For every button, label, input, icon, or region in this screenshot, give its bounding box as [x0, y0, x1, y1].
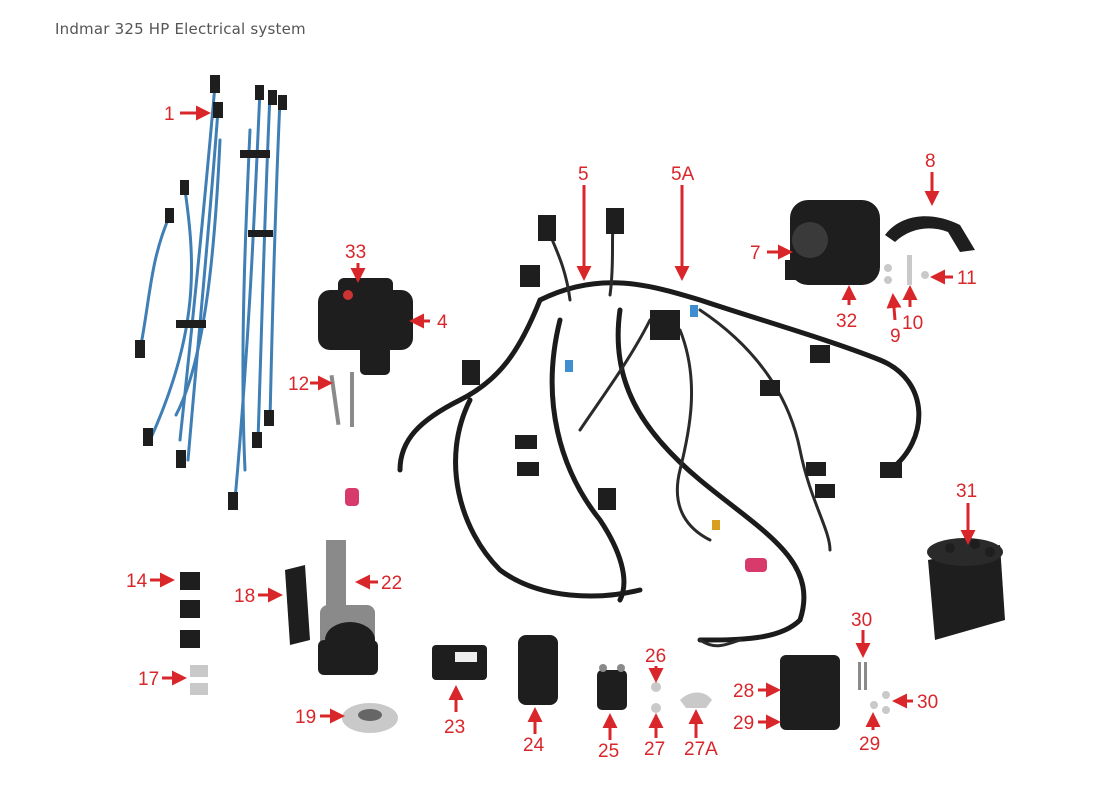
callout-31: 31	[956, 481, 977, 502]
callout-8: 8	[925, 151, 936, 172]
coil-22	[518, 635, 558, 705]
callout-24: 26	[645, 646, 666, 667]
callout-1: 1	[164, 104, 175, 125]
callout-5A: 5A	[671, 164, 695, 185]
module-21	[432, 645, 487, 680]
callout-20: 22	[381, 573, 402, 594]
alternator	[785, 200, 880, 285]
engine-wiring-harness	[345, 208, 922, 648]
clips-14	[180, 572, 200, 648]
distributor-cap	[927, 538, 1005, 640]
callout-33: 33	[345, 242, 366, 263]
callout-10: 10	[902, 313, 923, 334]
callout-28: 30	[851, 610, 872, 631]
callout-18: 18	[234, 586, 255, 607]
callout-23: 25	[598, 741, 619, 762]
rotor-plate	[342, 703, 398, 733]
callout-arrows	[150, 105, 976, 740]
callout-17: 17	[138, 669, 159, 690]
bolts-12	[329, 372, 354, 427]
callout-27A: 29	[733, 713, 754, 734]
callout-14: 14	[126, 571, 148, 592]
callout-27: 28	[733, 681, 754, 702]
starter-motor	[318, 278, 413, 375]
callout-32: 32	[836, 311, 857, 332]
callout-19: 19	[295, 707, 316, 728]
alternator-bracket	[884, 216, 975, 285]
callout-29: 29	[859, 734, 880, 755]
callout-21: 23	[444, 717, 465, 738]
page-title: Indmar 325 HP Electrical system	[55, 20, 306, 38]
callout-4: 4	[437, 312, 448, 333]
clips-17	[190, 665, 208, 695]
callout-11: 11	[957, 268, 977, 289]
screws-28-29-30	[858, 662, 890, 714]
callout-25: 27	[644, 739, 665, 760]
callout-7: 7	[750, 243, 761, 264]
distributor	[318, 540, 378, 675]
nuts-24-25	[651, 682, 661, 713]
callout-9: 9	[890, 326, 901, 347]
solenoid-23	[597, 664, 627, 710]
bracket-26	[680, 692, 712, 708]
distributor-bracket	[285, 565, 310, 645]
callout-30: 30	[917, 692, 938, 713]
callout-12: 12	[288, 374, 309, 395]
callout-26: 27A	[684, 739, 718, 760]
callout-5: 5	[578, 164, 589, 185]
callout-22: 24	[523, 735, 545, 756]
module-27	[780, 655, 840, 730]
spark-plug-wires	[135, 75, 287, 510]
callout-labels: 1 33 4 5 5A 7 8 9 10 11 32 12 31 14 18 2…	[126, 104, 977, 762]
